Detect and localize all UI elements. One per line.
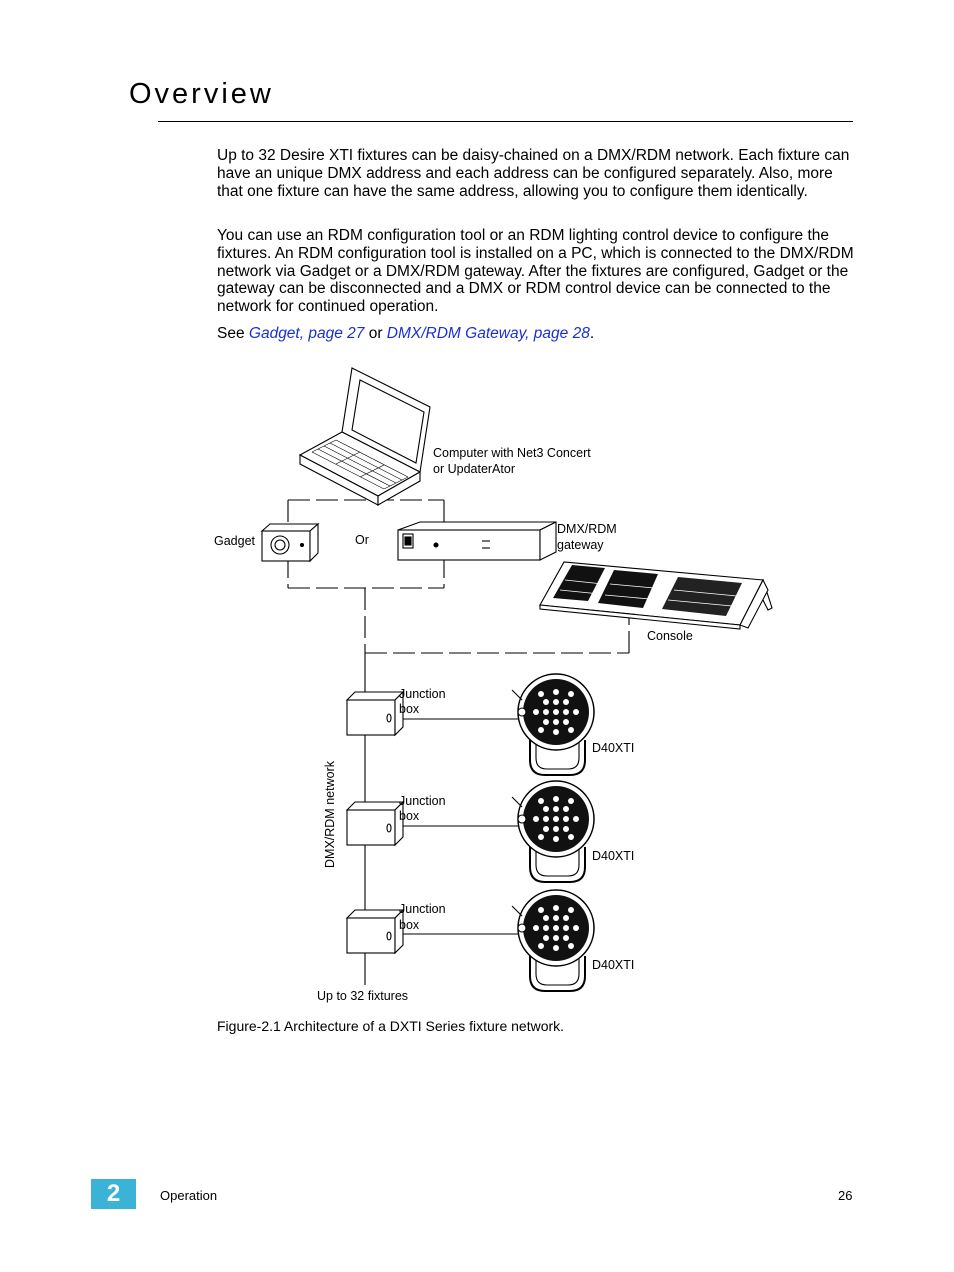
footer-section: Operation: [160, 1188, 218, 1203]
junction-label-2: box: [399, 918, 420, 932]
d40xti-fixture-icon: [511, 889, 595, 992]
console-icon: [539, 561, 773, 630]
computer-label-2: or UpdaterAtor: [433, 462, 515, 476]
page-title: Overview: [129, 78, 274, 110]
junction-box-icon: [345, 690, 405, 737]
or-label: Or: [355, 533, 369, 547]
junction-label: Junction: [399, 794, 446, 808]
fixture-count-label: Up to 32 fixtures: [317, 989, 408, 1003]
junction-box-icon: [345, 908, 405, 955]
config-paragraph: You can use an RDM configuration tool or…: [217, 227, 854, 316]
page-number: 26: [838, 1188, 853, 1203]
junction-label-2: box: [399, 809, 420, 823]
junction-label: Junction: [399, 902, 446, 916]
d40xti-fixture-icon: [511, 780, 595, 883]
gateway-label: DMX/RDM: [557, 522, 617, 536]
junction-label-2: box: [399, 702, 420, 716]
gadget-label: Gadget: [214, 534, 256, 548]
figure-caption: Figure-2.1 Architecture of a DXTI Series…: [217, 1018, 565, 1034]
network-label: DMX/RDM network: [323, 760, 337, 868]
fixture-label: D40XTI: [592, 958, 634, 972]
see-also-paragraph: See Gadget, page 27 or DMX/RDM Gateway, …: [217, 325, 595, 342]
computer-label: Computer with Net3 Concert: [433, 446, 591, 460]
junction-label: Junction: [399, 687, 446, 701]
fixture-label: D40XTI: [592, 741, 634, 755]
intro-paragraph: Up to 32 Desire XTI fixtures can be dais…: [217, 147, 850, 200]
gateway-label-2: gateway: [557, 538, 604, 552]
d40xti-fixture-icon: [511, 673, 595, 776]
network-architecture-diagram: Computer with Net3 Concert or UpdaterAto…: [214, 367, 773, 1003]
laptop-icon: [298, 367, 431, 506]
gadget-device-icon: [260, 522, 320, 563]
gadget-link[interactable]: Gadget, page 27: [248, 325, 365, 342]
junction-box-icon: [345, 800, 405, 847]
fixture-label: D40XTI: [592, 849, 634, 863]
console-label: Console: [647, 629, 693, 643]
chapter-number-badge: 2: [91, 1179, 136, 1209]
gateway-link[interactable]: DMX/RDM Gateway, page 28: [386, 325, 590, 342]
title-rule: [158, 121, 853, 122]
gateway-device-icon: [397, 521, 557, 561]
